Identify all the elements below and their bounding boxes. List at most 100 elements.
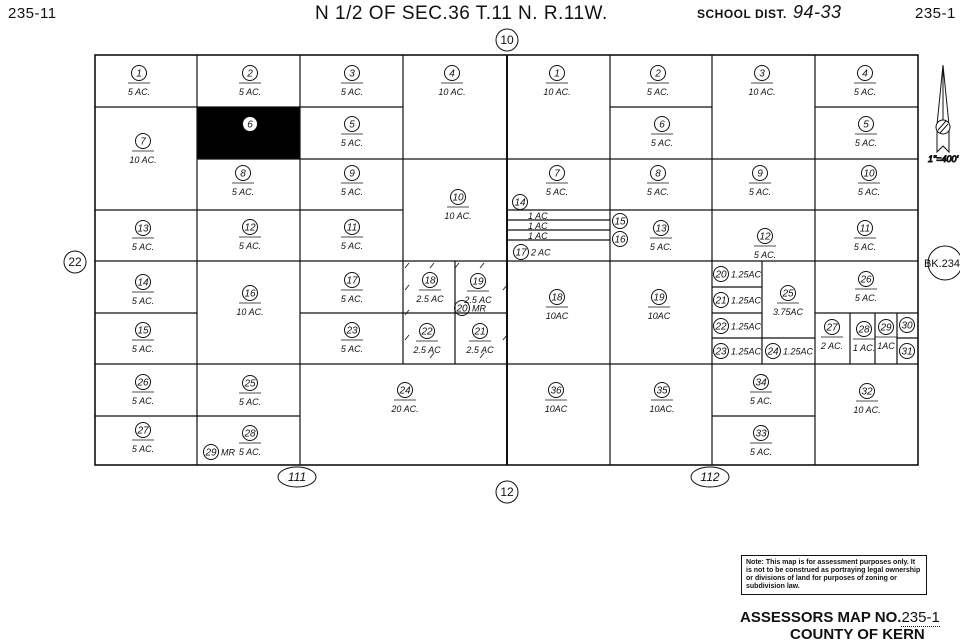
parcel-left-28[interactable]: 285 AC. bbox=[239, 425, 261, 458]
parcel-acreage: 5 AC. bbox=[132, 296, 154, 306]
parcel-acreage: 5 AC. bbox=[341, 187, 363, 197]
parcel-right-6[interactable]: 65 AC. bbox=[651, 116, 673, 149]
parcel-right-15[interactable]: 15 bbox=[612, 213, 628, 229]
parcel-number-circle bbox=[651, 289, 667, 305]
parcel-right-8[interactable]: 85 AC. bbox=[647, 165, 669, 198]
parcel-left-7[interactable]: 710 AC. bbox=[129, 133, 157, 166]
parcel-left-5[interactable]: 55 AC. bbox=[341, 116, 363, 149]
parcel-left-15[interactable]: 155 AC. bbox=[132, 322, 154, 355]
parcel-number-circle bbox=[857, 220, 873, 236]
parcel-acreage: 5 AC. bbox=[132, 396, 154, 406]
parcel-right-26[interactable]: 265 AC. bbox=[855, 271, 877, 304]
parcel-number: 21 bbox=[473, 327, 485, 338]
parcel-left-8[interactable]: 85 AC. bbox=[232, 165, 254, 198]
parcel-number-circle bbox=[757, 228, 773, 244]
parcel-right-9[interactable]: 95 AC. bbox=[749, 165, 771, 198]
parcel-number-circle bbox=[454, 300, 470, 316]
parcel-right-12[interactable]: 125 AC. bbox=[754, 228, 776, 261]
parcel-left-14[interactable]: 145 AC. bbox=[132, 274, 154, 307]
hatch-marks bbox=[404, 262, 508, 359]
parcel-left-26[interactable]: 265 AC. bbox=[132, 374, 154, 407]
parcel-left-4[interactable]: 410 AC. bbox=[438, 65, 466, 98]
parcel-left-23[interactable]: 235 AC. bbox=[341, 322, 363, 355]
parcel-left-12[interactable]: 125 AC. bbox=[239, 219, 261, 252]
parcel-right-3[interactable]: 310 AC. bbox=[748, 65, 776, 98]
left-page-number: 235-11 bbox=[8, 5, 57, 22]
parcel-right-30[interactable]: 30 bbox=[899, 317, 915, 333]
parcel-right-10[interactable]: 105 AC. bbox=[858, 165, 880, 198]
parcel-number: 27 bbox=[136, 426, 149, 437]
parcel-right-2[interactable]: 25 AC. bbox=[647, 65, 669, 98]
parcel-number-circle bbox=[242, 116, 258, 132]
parcel-number: 2 bbox=[246, 69, 253, 80]
parcel-right-27[interactable]: 272 AC. bbox=[820, 319, 843, 352]
parcel-number-circle bbox=[472, 323, 488, 339]
parcel-right-1[interactable]: 110 AC. bbox=[543, 65, 571, 98]
parcel-right-33[interactable]: 33 5 AC. bbox=[750, 425, 772, 458]
parcel-left-9[interactable]: 9 5 AC. bbox=[341, 165, 363, 198]
parcel-right-13[interactable]: 135 AC. bbox=[650, 220, 672, 253]
parcel-right-25[interactable]: 253.75AC bbox=[773, 285, 804, 318]
map-number-value: 235-1 bbox=[901, 609, 940, 627]
parcel-left-2[interactable]: 2 5 AC. bbox=[239, 65, 261, 98]
parcel-right-7[interactable]: 75 AC. bbox=[546, 165, 568, 198]
parcel-number: 6 bbox=[247, 120, 253, 131]
parcel-acreage: 5 AC. bbox=[128, 87, 150, 97]
parcel-right-34[interactable]: 345 AC. bbox=[750, 374, 772, 407]
parcel-right-4[interactable]: 45 AC. bbox=[854, 65, 876, 98]
parcel-left-25[interactable]: 255 AC. bbox=[239, 375, 261, 408]
disclaimer-note: Note: This map is for assessment purpose… bbox=[741, 555, 927, 595]
parcel-left-3[interactable]: 35 AC. bbox=[341, 65, 363, 98]
parcel-left-6[interactable]: 6 bbox=[242, 116, 258, 132]
parcel-right-11[interactable]: 115 AC. bbox=[854, 220, 876, 253]
parcel-number: 8 bbox=[655, 169, 661, 180]
parcel-number-circle bbox=[549, 165, 565, 181]
parcel-number-circle bbox=[513, 244, 529, 260]
school-district-value: 94-33 bbox=[793, 2, 842, 22]
parcel-right-5[interactable]: 55 AC. bbox=[855, 116, 877, 149]
parcel-right-16[interactable]: 16 bbox=[612, 231, 628, 247]
parcel-left-1[interactable]: 15 AC. bbox=[128, 65, 150, 98]
parcel-left-18[interactable]: 182.5 AC bbox=[415, 272, 444, 305]
parcel-number-circle bbox=[549, 289, 565, 305]
parcel-right-14[interactable]: 14 bbox=[512, 194, 528, 210]
parcel-right-31[interactable]: 31 bbox=[899, 343, 915, 359]
parcel-number: 33 bbox=[755, 429, 767, 440]
parcel-left-19[interactable]: 192.5 AC bbox=[463, 273, 492, 306]
parcel-number: 22 bbox=[714, 322, 727, 333]
parcel-number: 10 bbox=[863, 169, 875, 180]
parcel-left-27[interactable]: 275 AC. bbox=[132, 422, 154, 455]
tract-oval-111: 111 bbox=[288, 470, 306, 484]
parcel-left-21[interactable]: 212.5 AC bbox=[465, 323, 494, 356]
parcel-left-22[interactable]: 222.5 AC bbox=[412, 323, 441, 356]
parcel-left-13[interactable]: 135 AC. bbox=[132, 220, 154, 253]
parcel-left-11[interactable]: 115 AC. bbox=[341, 219, 363, 252]
parcel-acreage: 5 AC. bbox=[750, 447, 772, 457]
parcel-acreage: 5 AC. bbox=[239, 87, 261, 97]
parcel-number: 9 bbox=[349, 169, 355, 180]
parcel-number-circle bbox=[861, 165, 877, 181]
parcel-left-17[interactable]: 175 AC. bbox=[341, 272, 363, 305]
parcel-acreage: 5 AC. bbox=[232, 187, 254, 197]
parcel-number-circle bbox=[242, 65, 258, 81]
parcel-right-28[interactable]: 281 AC. bbox=[853, 321, 875, 354]
highlighted-parcel-6[interactable] bbox=[196, 106, 301, 160]
parcel-number: 24 bbox=[398, 386, 411, 397]
